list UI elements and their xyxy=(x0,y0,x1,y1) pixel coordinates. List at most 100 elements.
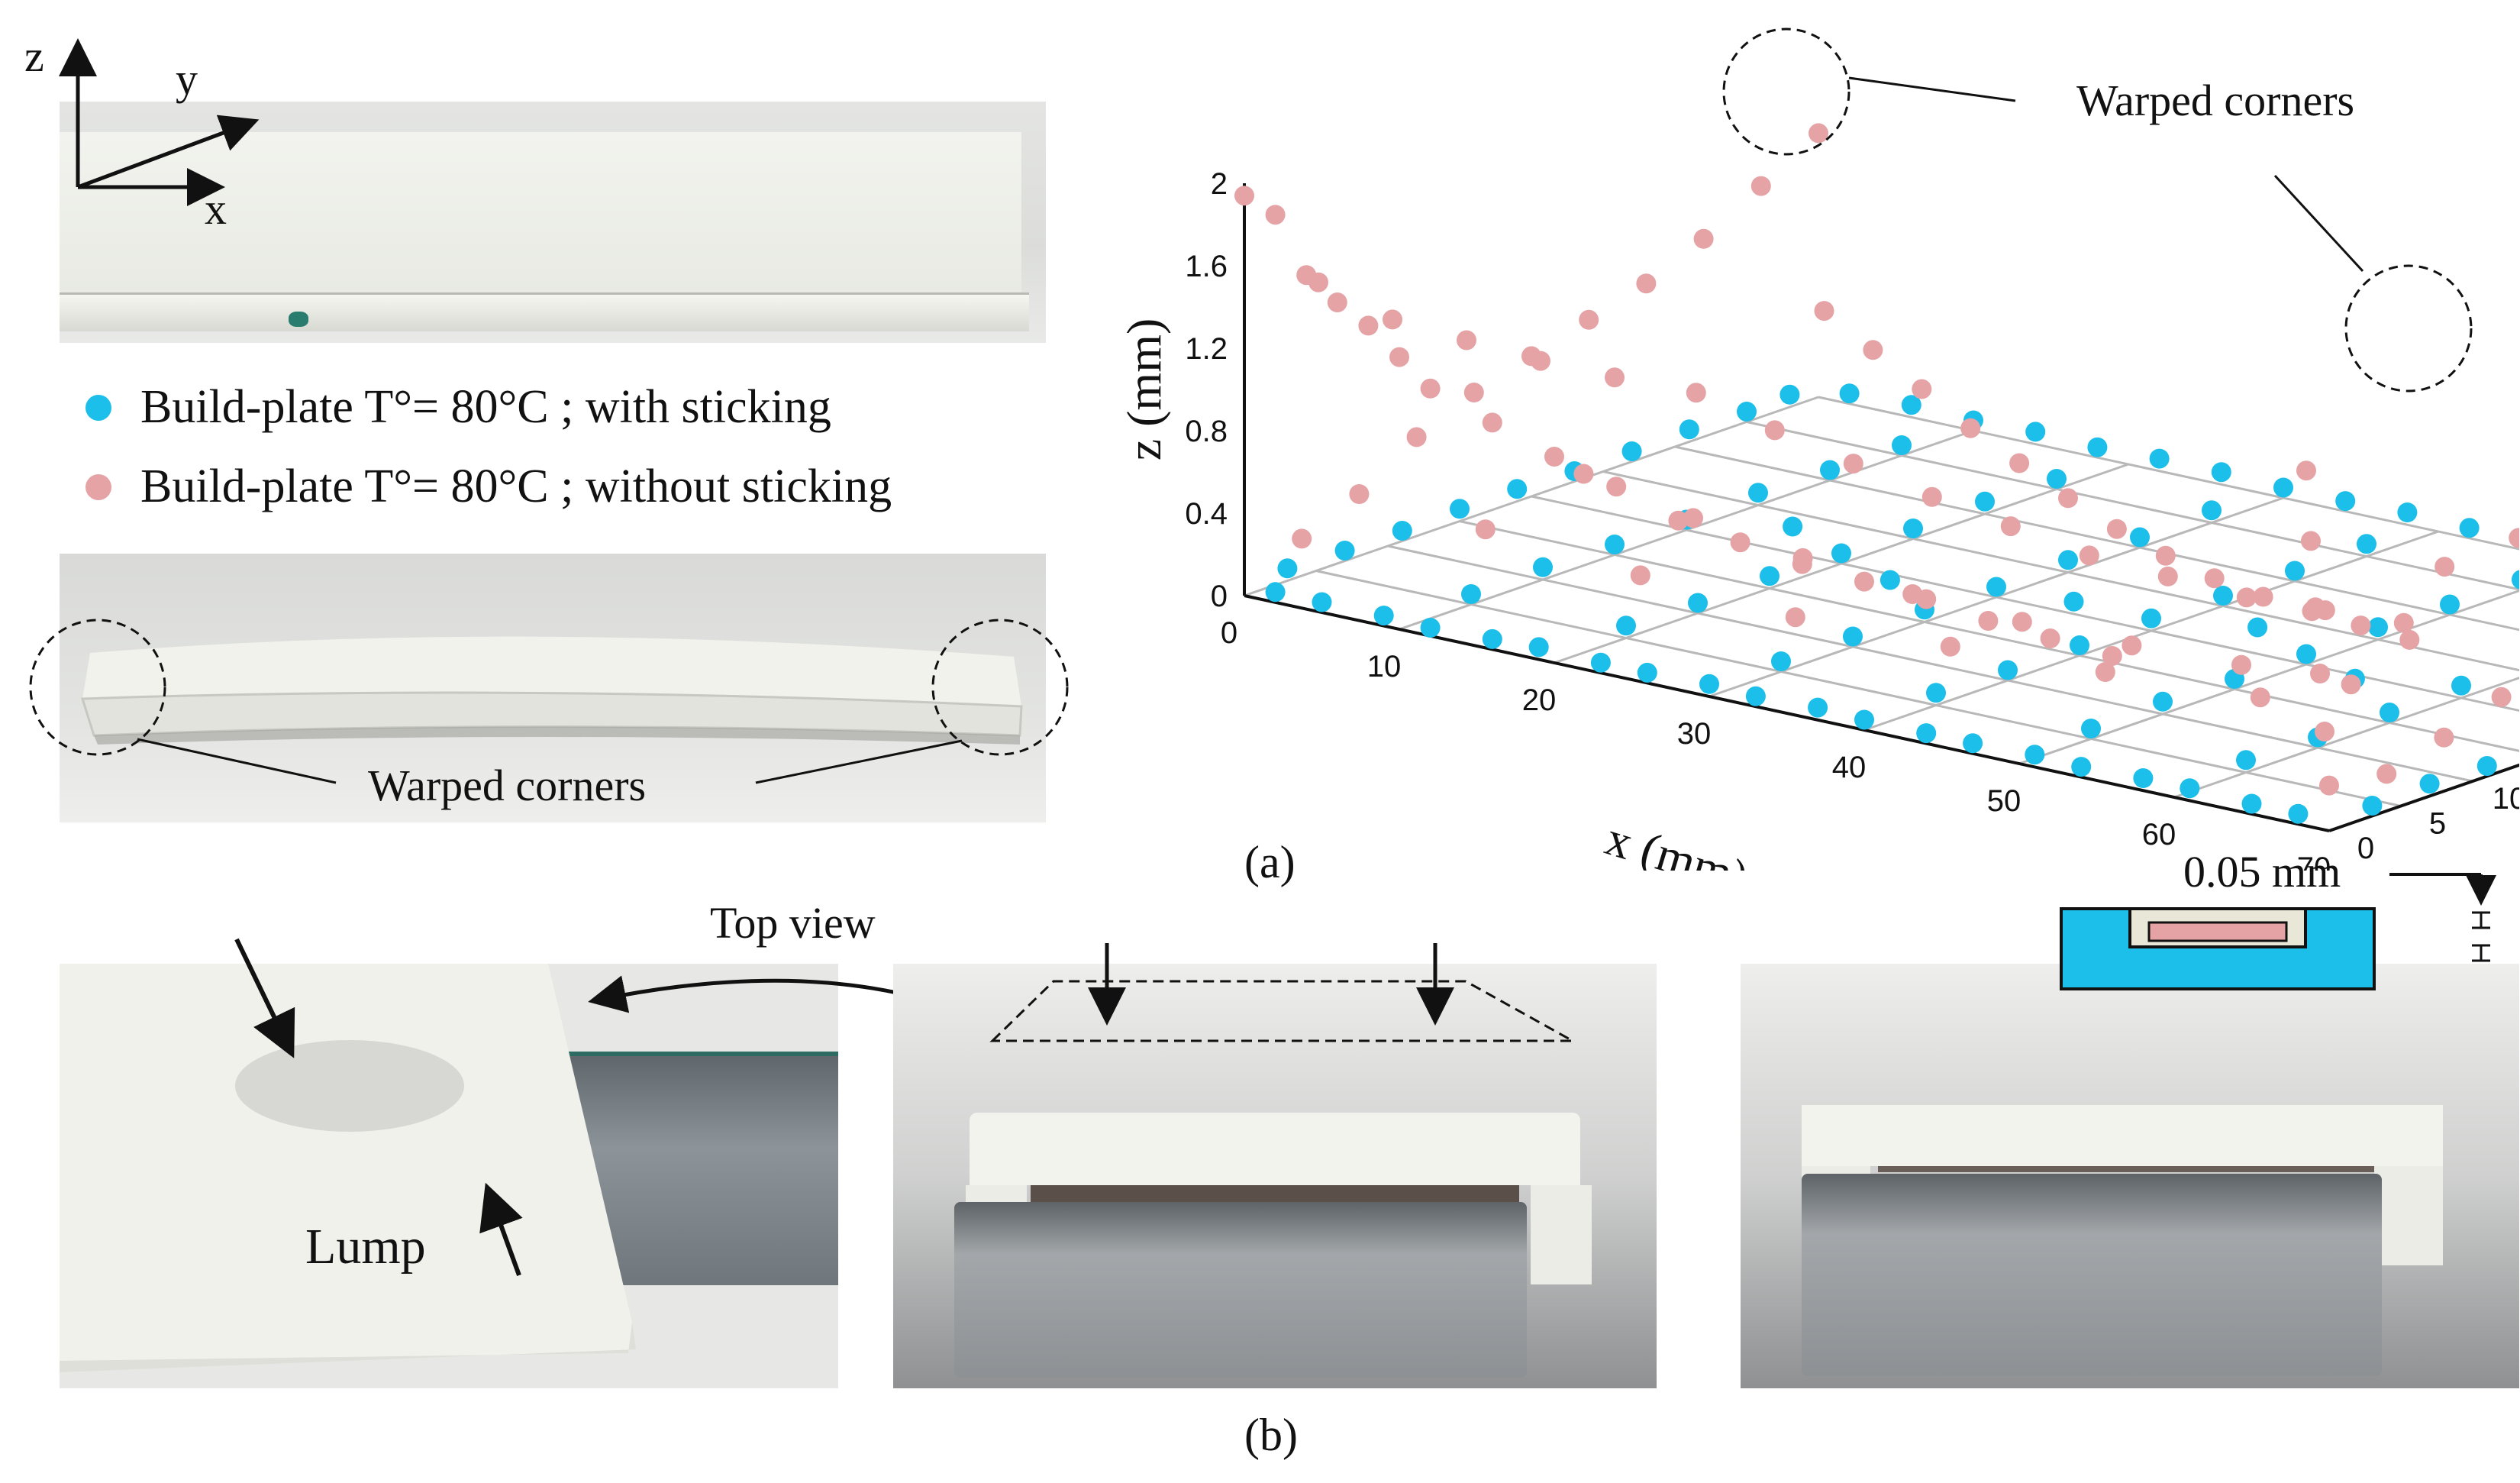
warped-corner-circle-left xyxy=(29,619,166,756)
data-point-without-sticking xyxy=(2315,600,2335,621)
data-point-with-sticking xyxy=(1277,558,1298,579)
data-point-with-sticking xyxy=(1901,395,1921,415)
data-point-without-sticking xyxy=(1308,272,1328,292)
x-tick-label: 70 xyxy=(2297,851,2331,871)
x-tick-label: 60 xyxy=(2142,818,2176,851)
data-point-with-sticking xyxy=(2213,586,2233,606)
data-point-without-sticking xyxy=(1383,309,1402,330)
data-point-without-sticking xyxy=(1475,519,1496,540)
legend-item-with-sticking: Build-plate T°= 80°C ; with sticking xyxy=(86,380,831,435)
warped-corners-label-chart: Warped corners xyxy=(2076,76,2355,125)
data-point-without-sticking xyxy=(1420,378,1441,399)
warped-callouts-left xyxy=(29,619,1069,784)
x-tick-label: 0 xyxy=(1221,616,1237,650)
warped-corner-circle-right xyxy=(931,619,1069,756)
plate-edge xyxy=(60,292,1029,331)
lump-label: Lump xyxy=(305,1219,426,1275)
printed-part-side xyxy=(1802,1105,2443,1166)
chart-callouts xyxy=(1722,27,2473,393)
data-point-with-sticking xyxy=(1637,662,1657,683)
data-point-without-sticking xyxy=(2231,654,2251,675)
data-point-without-sticking xyxy=(1389,347,1409,367)
data-point-without-sticking xyxy=(1854,571,1874,592)
data-point-with-sticking xyxy=(1616,615,1636,636)
scatter3d-chart: 010203040506070051015202530354000.40.81.… xyxy=(1117,123,2519,871)
data-point-with-sticking xyxy=(1779,384,1800,405)
callout-line-top xyxy=(1848,76,2016,102)
top-view-label: Top view xyxy=(710,898,876,948)
data-point-with-sticking xyxy=(2419,774,2440,794)
y-axis-arrow xyxy=(77,115,260,189)
data-point-without-sticking xyxy=(2491,687,2512,707)
chart-points xyxy=(1234,123,2519,824)
data-point-with-sticking xyxy=(1998,660,2018,680)
data-point-with-sticking xyxy=(1748,483,1768,503)
data-point-without-sticking xyxy=(1668,510,1689,531)
y-tick-label: 0 xyxy=(2357,832,2374,865)
grid-line-x xyxy=(2328,764,2519,832)
data-point-with-sticking xyxy=(2149,448,2170,469)
data-point-with-sticking xyxy=(1392,521,1412,541)
data-point-with-sticking xyxy=(2087,437,2108,457)
data-point-with-sticking xyxy=(2285,561,2305,581)
data-point-without-sticking xyxy=(1912,379,1932,399)
data-point-with-sticking xyxy=(2476,756,2497,776)
data-point-with-sticking xyxy=(2025,745,2045,765)
data-point-with-sticking xyxy=(2357,534,2376,554)
data-point-without-sticking xyxy=(1902,584,1923,604)
data-point-without-sticking xyxy=(1406,427,1427,447)
data-point-with-sticking xyxy=(1854,709,1874,730)
steel-block xyxy=(954,1202,1527,1378)
data-point-without-sticking xyxy=(2102,646,2122,666)
lump-arrows xyxy=(234,938,523,1277)
x-tick-label: 10 xyxy=(1367,650,1402,683)
part-gap-thin xyxy=(1878,1166,2374,1172)
grid-line-y xyxy=(1746,421,2519,591)
data-point-without-sticking xyxy=(1785,607,1805,628)
data-point-with-sticking xyxy=(1975,491,1995,512)
data-point-without-sticking xyxy=(2236,587,2257,608)
data-point-with-sticking xyxy=(2081,719,2101,738)
photo-flat-plate xyxy=(60,102,1046,343)
data-point-with-sticking xyxy=(1590,652,1611,673)
caption-b: (b) xyxy=(1244,1410,1298,1460)
data-point-without-sticking xyxy=(2040,628,2060,648)
data-point-with-sticking xyxy=(1760,566,1779,586)
insert-section xyxy=(2147,921,2288,942)
grid-line-y xyxy=(1315,570,2402,807)
data-point-with-sticking xyxy=(1926,683,1946,703)
data-point-without-sticking xyxy=(1630,565,1650,586)
data-point-with-sticking xyxy=(2273,477,2293,498)
legend-item-without-sticking: Build-plate T°= 80°C ; without sticking xyxy=(86,460,892,514)
data-point-without-sticking xyxy=(2250,687,2270,708)
data-point-with-sticking xyxy=(1621,441,1642,461)
z-tick-label: 1.6 xyxy=(1185,250,1228,283)
data-point-without-sticking xyxy=(1921,486,1942,507)
data-point-with-sticking xyxy=(1373,606,1394,626)
data-point-without-sticking xyxy=(2012,612,2032,632)
legend-label: Build-plate T°= 80°C ; without sticking xyxy=(140,460,892,512)
data-point-with-sticking xyxy=(1605,535,1625,554)
data-point-without-sticking xyxy=(1544,447,1564,467)
x-tick-label: 50 xyxy=(1987,784,2021,818)
triad-x-label: x xyxy=(205,184,227,234)
data-point-with-sticking xyxy=(2211,462,2231,483)
data-point-with-sticking xyxy=(2368,617,2388,638)
data-point-without-sticking xyxy=(2095,662,2115,682)
data-point-without-sticking xyxy=(1809,123,1828,144)
data-point-without-sticking xyxy=(1358,315,1379,336)
data-point-without-sticking xyxy=(2204,568,2225,589)
x-tick-label: 30 xyxy=(1677,717,1712,751)
data-point-with-sticking xyxy=(1699,674,1719,694)
data-point-with-sticking xyxy=(1679,419,1699,440)
data-point-without-sticking xyxy=(1292,528,1312,549)
data-point-without-sticking xyxy=(2434,727,2454,748)
data-point-with-sticking xyxy=(1916,723,1937,744)
data-point-without-sticking xyxy=(1730,532,1750,553)
data-point-with-sticking xyxy=(2288,803,2309,824)
data-point-with-sticking xyxy=(1265,582,1286,603)
data-point-with-sticking xyxy=(1880,570,1900,590)
axis-triad xyxy=(59,38,260,206)
data-point-with-sticking xyxy=(2047,469,2067,489)
data-point-with-sticking xyxy=(2440,594,2460,615)
